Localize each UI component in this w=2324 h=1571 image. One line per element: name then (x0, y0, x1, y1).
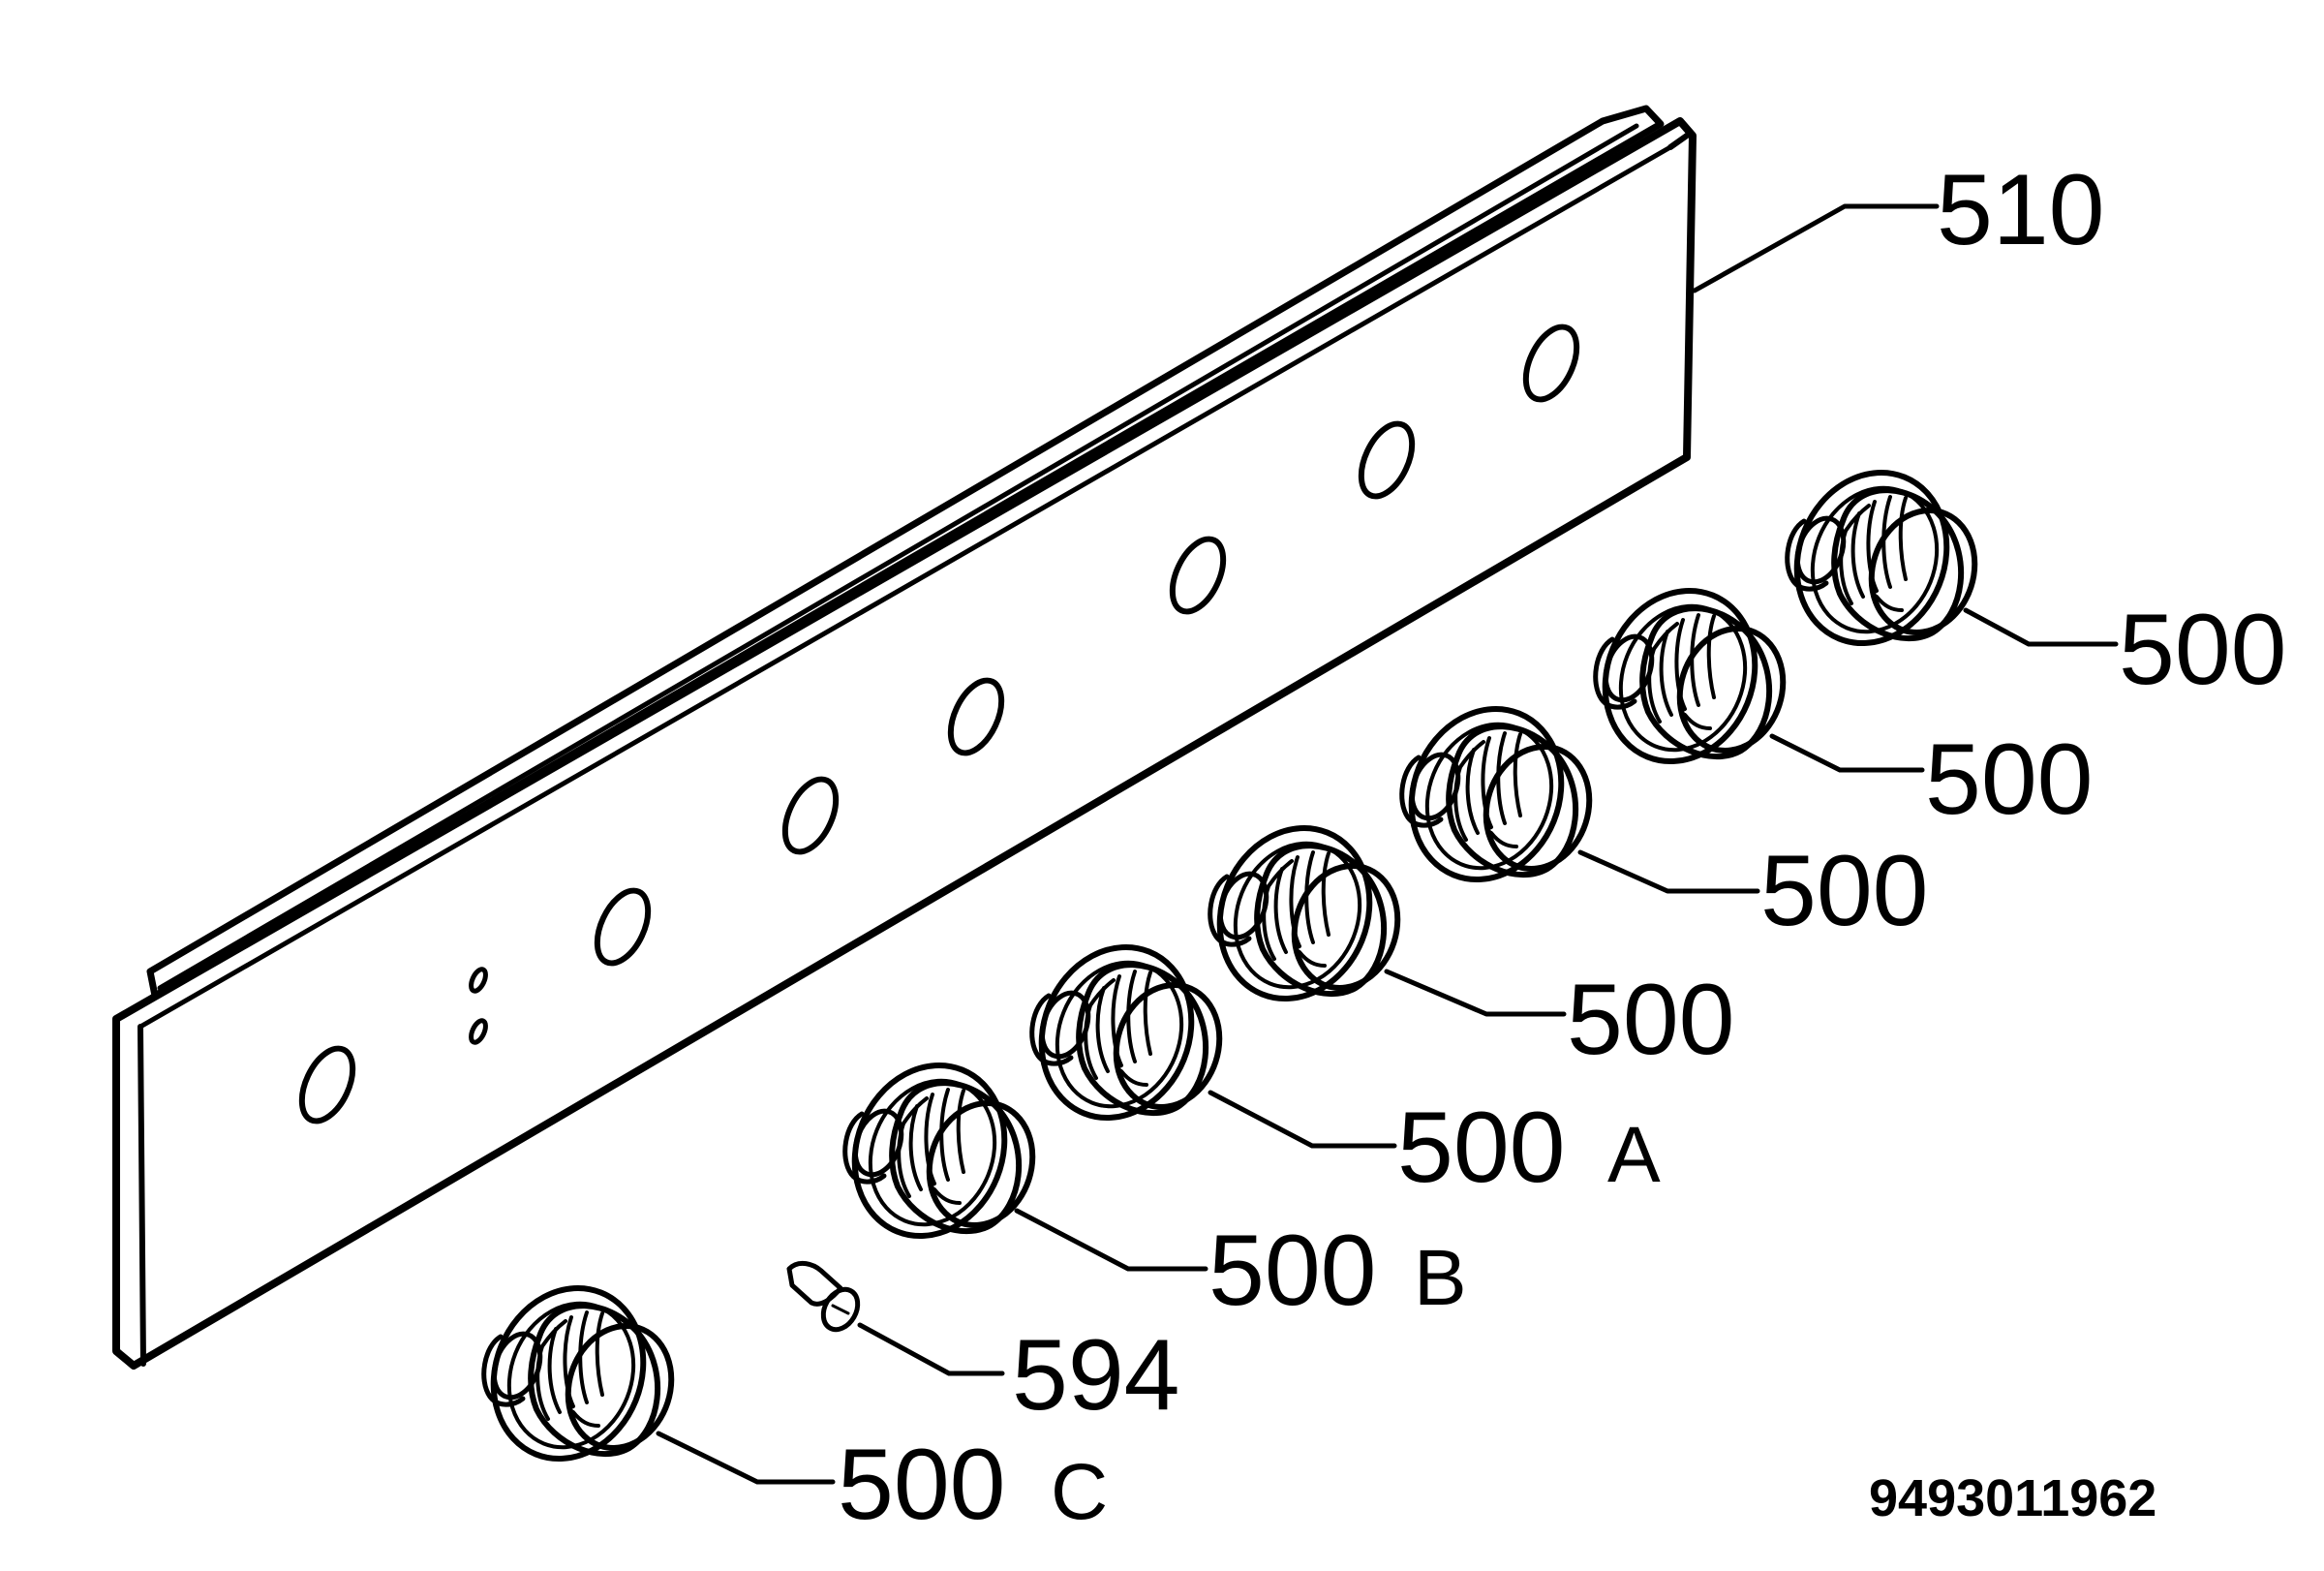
leader-knob-3 (1577, 849, 1760, 894)
leader-knob-6 (1014, 1208, 1208, 1272)
label-knob-3: 500 (1760, 835, 1929, 947)
label-knob-7-suffix: C (1051, 1448, 1108, 1536)
indicator-holes (469, 967, 488, 1045)
panel-holes (298, 323, 1580, 1124)
label-510: 510 (1937, 154, 2105, 266)
label-knob-1: 500 (2119, 594, 2287, 706)
knob-5 (1017, 924, 1235, 1140)
leader-knob-2 (1769, 733, 1925, 773)
knob-3 (1387, 686, 1605, 902)
label-knob-5: 500 (1397, 1092, 1566, 1204)
label-knob-7: 500 (838, 1429, 1006, 1541)
leader-knob-4 (1384, 969, 1567, 1017)
control-panel (112, 105, 1697, 1370)
leader-knob-7 (656, 1431, 836, 1485)
knob-2 (1580, 568, 1798, 784)
knob-1 (1772, 449, 1990, 665)
reference-number: 9493011962 (1869, 1469, 2156, 1527)
knob-4 (1195, 805, 1413, 1021)
label-knob-6-suffix: B (1414, 1234, 1467, 1322)
leader-510 (1692, 203, 1940, 293)
label-knob-5-suffix: A (1607, 1111, 1661, 1199)
knob-6 (830, 1042, 1048, 1258)
label-knob-6: 500 (1208, 1215, 1377, 1327)
knob-7 (469, 1265, 687, 1481)
label-knob-2: 500 (1925, 724, 2094, 836)
label-screw: 594 (1012, 1319, 1180, 1432)
leader-knob-5 (1208, 1090, 1397, 1149)
leader-screw (857, 1322, 1005, 1376)
screw (786, 1260, 861, 1333)
label-knob-4: 500 (1567, 964, 1735, 1076)
leader-knob-1 (1963, 607, 2119, 647)
